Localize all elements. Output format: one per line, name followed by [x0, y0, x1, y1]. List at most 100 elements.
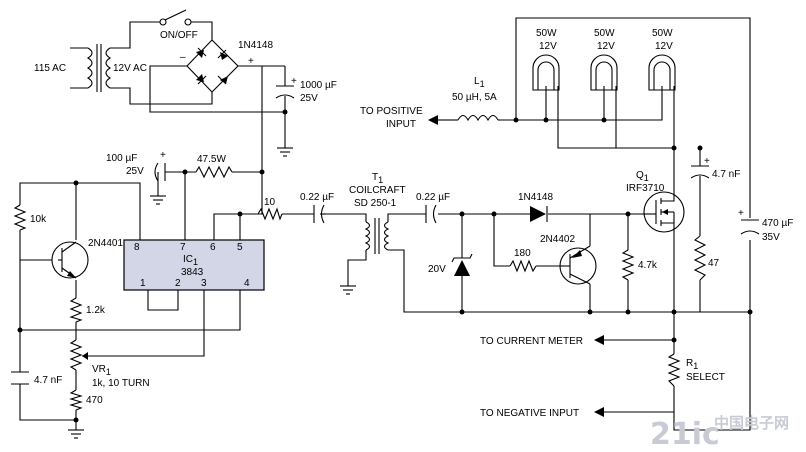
cap-470-voltage: 35V	[762, 232, 780, 243]
cap-0-22-a-label: 0.22 µF	[300, 192, 334, 203]
ic-pin-4: 4	[244, 278, 250, 289]
mosfet-q1	[642, 190, 685, 234]
cap-100-plus: +	[160, 150, 166, 161]
positive-input-arrow	[428, 115, 446, 125]
resistor-180-label: 180	[514, 248, 531, 259]
diode-1n4148	[530, 206, 548, 222]
resistor-47	[693, 235, 707, 281]
watermark-cn: 中国电子网	[714, 414, 789, 432]
diode-label: 1N4148	[518, 192, 553, 203]
ic-pin-2: 2	[175, 278, 181, 289]
ic-label: IC1	[183, 254, 198, 267]
capacitor-0-22uf-b	[425, 204, 437, 224]
ground-symbol	[340, 285, 356, 295]
q1-part: IRF3710	[626, 183, 665, 194]
ic-pin-5: 5	[237, 242, 243, 253]
ground-symbol	[68, 429, 84, 439]
cap-4-7nf-right-label: 4.7 nF	[712, 169, 740, 180]
resistor-47-5w-label: 47.5W	[197, 154, 226, 165]
resistor-470-label: 470	[86, 395, 103, 406]
capacitor-1000uf	[275, 85, 295, 99]
input-transformer	[86, 44, 112, 92]
negative-input-label: TO NEGATIVE INPUT	[480, 408, 579, 419]
t1-part: SD 250-1	[354, 198, 397, 209]
cap-4-7nf-right-plus: +	[704, 156, 710, 167]
negative-input-arrow	[594, 407, 604, 417]
lamp-1	[532, 54, 560, 91]
cap-0-22-b-label: 0.22 µF	[416, 192, 450, 203]
vr1-spec: 1k, 10 TURN	[92, 378, 150, 389]
ac-input-label: 115 AC	[34, 63, 66, 74]
capacitor-4-7nf-right	[690, 165, 710, 179]
ground-symbol	[277, 147, 293, 157]
resistor-47-label: 47	[708, 258, 720, 269]
capacitor-0-22uf-a	[313, 204, 326, 224]
r1-label: R1	[686, 358, 698, 371]
resistor-1-2k	[69, 297, 83, 323]
resistor-r1-select	[667, 353, 681, 387]
positive-input-line2: INPUT	[386, 119, 416, 130]
current-meter-label: TO CURRENT METER	[480, 336, 583, 347]
junction-dots	[17, 109, 753, 423]
potentiometer-vr1[interactable]	[69, 339, 88, 371]
capacitor-100uf	[154, 162, 166, 182]
ic-pin-6: 6	[210, 242, 216, 253]
ic-part: 3843	[181, 267, 204, 278]
bridge-plus: +	[248, 56, 254, 67]
cap-4-7nf-left-label: 4.7 nF	[34, 375, 62, 386]
resistor-10k	[13, 204, 27, 231]
bridge-minus: –	[180, 52, 186, 63]
lamp-3-volts: 12V	[655, 41, 673, 52]
resistor-4-7k-label: 4.7k	[638, 260, 658, 271]
cap-1000-value: 1000 µF	[300, 80, 337, 91]
zener-diode	[451, 253, 473, 276]
capacitor-4-7nf-left	[11, 371, 29, 385]
transistor-2n4401	[51, 241, 89, 279]
resistor-10-label: 10	[264, 197, 276, 208]
resistor-470	[69, 389, 83, 411]
cap-1000-voltage: 25V	[300, 93, 318, 104]
t1-maker: COILCRAFT	[349, 185, 406, 196]
current-meter-arrow	[594, 335, 604, 345]
q1-label: Q1	[636, 170, 649, 183]
inductor-spec: 50 µH, 5A	[452, 92, 497, 103]
inductor-l1	[457, 114, 499, 122]
secondary-voltage-label: 12V AC	[113, 63, 147, 74]
cap-100-value: 100 µF	[106, 153, 137, 164]
resistor-47-5w	[195, 165, 233, 179]
cap-470-value: 470 µF	[762, 218, 793, 229]
lamp-2	[590, 54, 618, 91]
vr1-label: VR1	[92, 364, 111, 377]
ic-pin-1: 1	[140, 278, 146, 289]
zener-label: 20V	[428, 264, 446, 275]
positive-input-line1: TO POSITIVE	[360, 106, 423, 117]
transistor-2n4402	[559, 245, 597, 285]
lamp-1-volts: 12V	[539, 41, 557, 52]
transformer-t1	[364, 218, 390, 254]
transistor-2n4402-label: 2N4402	[540, 234, 575, 245]
ground-symbol	[150, 195, 166, 205]
ic-pin-8: 8	[134, 242, 140, 253]
ic-3843	[123, 239, 265, 291]
lamp-3-watts: 50W	[652, 28, 673, 39]
resistor-4-7k	[621, 249, 635, 281]
bridge-rectifier	[186, 39, 239, 93]
switch-label: ON/OFF	[160, 30, 198, 41]
lamp-2-volts: 12V	[597, 41, 615, 52]
resistor-10	[257, 207, 283, 221]
watermark-logo: 21ic	[650, 417, 720, 452]
resistor-180	[509, 259, 537, 273]
resistor-10k-label: 10k	[30, 214, 47, 225]
t1-label: T1	[372, 172, 383, 185]
resistor-1-2k-label: 1.2k	[86, 305, 106, 316]
cap-100-voltage: 25V	[126, 166, 144, 177]
ic-pin-7: 7	[180, 242, 186, 253]
bridge-label: 1N4148	[238, 40, 273, 51]
power-switch[interactable]	[159, 9, 192, 26]
ic-pin-3: 3	[201, 278, 207, 289]
cap-470-plus: +	[738, 208, 744, 219]
cap-1000-plus: +	[291, 76, 297, 87]
inductor-label: L1	[474, 76, 485, 89]
lamp-3	[648, 54, 676, 91]
